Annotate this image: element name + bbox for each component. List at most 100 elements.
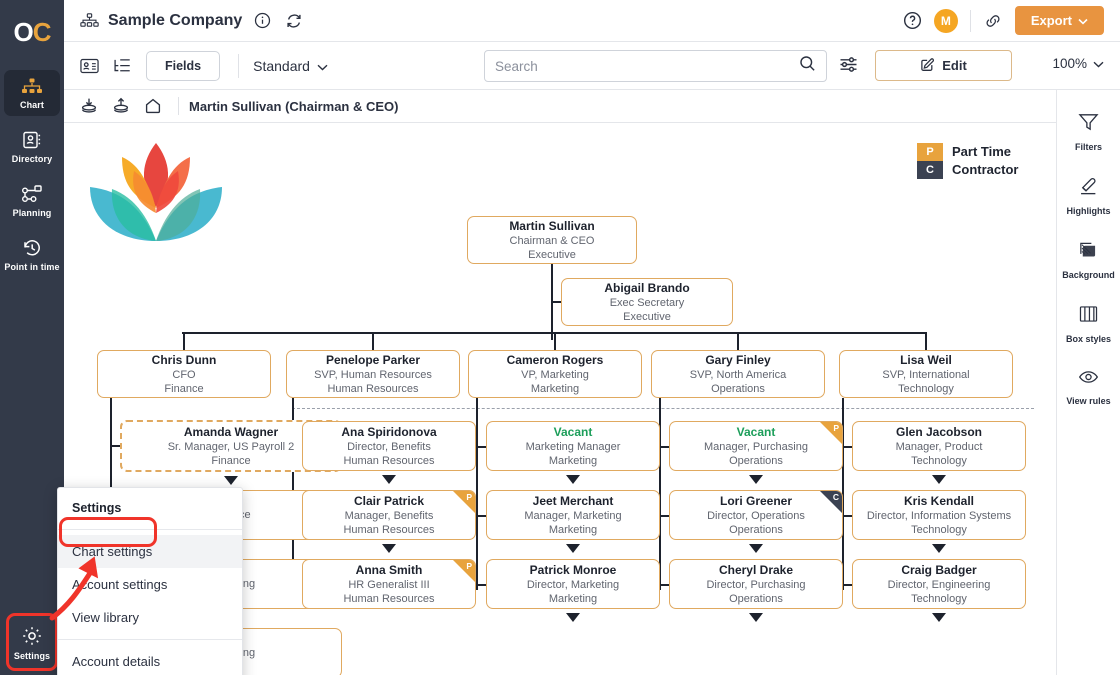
breadcrumb-text: Martin Sullivan (Chairman & CEO): [189, 98, 399, 114]
chart-toolbar: Fields Standard: [64, 42, 1120, 90]
right-rail-item-label: View rules: [1066, 396, 1111, 406]
menu-item-chart-settings[interactable]: Chart settings: [58, 535, 242, 568]
refresh-icon[interactable]: [285, 12, 303, 30]
info-circle-icon[interactable]: [254, 12, 271, 29]
expand-caret-icon[interactable]: [749, 613, 763, 622]
page-title: Sample Company: [108, 11, 243, 29]
org-node-department: Technology: [911, 523, 967, 536]
tree-list-icon[interactable]: [113, 58, 132, 74]
org-node-title: SVP, North America: [689, 368, 787, 381]
sidebar-item-chart[interactable]: Chart: [4, 70, 60, 116]
sidebar-item-point-in-time[interactable]: Point in time: [4, 230, 60, 278]
menu-item-account-settings[interactable]: Account settings: [72, 577, 168, 592]
org-node-department: Human Resources: [343, 523, 435, 536]
search-icon[interactable]: [799, 55, 816, 77]
org-node-title: Manager, Benefits: [344, 509, 434, 522]
expand-caret-icon[interactable]: [382, 475, 396, 484]
chevron-down-icon: [1078, 13, 1088, 28]
settings-menu[interactable]: Settings Chart settings Account settings…: [57, 487, 243, 675]
expand-caret-icon[interactable]: [932, 475, 946, 484]
expand-caret-icon[interactable]: [566, 544, 580, 553]
edit-button[interactable]: Edit: [875, 50, 1012, 81]
connector-line: [842, 446, 854, 448]
org-node-name: Chris Dunn: [151, 352, 217, 367]
sidebar-item-directory[interactable]: Directory: [4, 122, 60, 170]
org-node-department: Technology: [898, 382, 954, 395]
sliders-icon[interactable]: [839, 56, 858, 78]
right-rail-item-filters[interactable]: Filters: [1057, 112, 1120, 152]
expand-all-icon[interactable]: [112, 97, 130, 115]
divider: [58, 529, 242, 530]
right-rail-item-highlights[interactable]: Highlights: [1057, 176, 1120, 216]
expand-caret-icon[interactable]: [566, 475, 580, 484]
expand-caret-icon[interactable]: [382, 544, 396, 553]
expand-caret-icon[interactable]: [566, 613, 580, 622]
fields-button[interactable]: Fields: [146, 50, 221, 81]
org-node-title: VP, Marketing: [521, 368, 589, 381]
org-node-name: Patrick Monroe: [529, 562, 617, 577]
org-node-name: Cheryl Drake: [718, 562, 794, 577]
right-rail-item-box-styles[interactable]: Box styles: [1057, 304, 1120, 344]
expand-caret-icon[interactable]: [932, 613, 946, 622]
expand-caret-icon[interactable]: [224, 476, 238, 485]
collapse-all-icon[interactable]: [80, 97, 98, 115]
expand-caret-icon[interactable]: [749, 475, 763, 484]
zoom-select[interactable]: 100%: [1052, 56, 1104, 71]
history-clock-icon: [22, 238, 42, 258]
sidebar-item-settings[interactable]: Settings: [4, 617, 60, 667]
link-icon[interactable]: [983, 12, 1003, 30]
sidebar-item-label: Settings: [13, 651, 51, 661]
help-circle-icon[interactable]: [903, 11, 922, 30]
home-icon[interactable]: [144, 97, 162, 115]
right-rail-item-view-rules[interactable]: View rules: [1057, 368, 1120, 406]
zoom-select-value: 100%: [1052, 56, 1087, 71]
search-box[interactable]: [484, 50, 827, 82]
layout-select[interactable]: Standard: [253, 58, 328, 74]
export-button[interactable]: Export: [1014, 6, 1104, 35]
divider: [178, 97, 179, 115]
expand-caret-icon[interactable]: [932, 544, 946, 553]
background-icon: [1078, 240, 1099, 265]
id-card-icon[interactable]: [80, 58, 99, 74]
right-rail-item-background[interactable]: Background: [1057, 240, 1120, 280]
org-node-department: Human Resources: [327, 382, 419, 395]
org-node-department: Executive: [528, 248, 576, 261]
avatar[interactable]: M: [933, 8, 958, 33]
planning-icon: [21, 184, 43, 204]
org-node-name: Cameron Rogers: [506, 352, 604, 367]
org-node-department: Human Resources: [343, 454, 435, 467]
org-node-department: Operations: [729, 454, 783, 467]
search-input[interactable]: [495, 58, 799, 74]
menu-item-view-library[interactable]: View library: [72, 610, 139, 625]
menu-item-account-details[interactable]: Account details: [72, 654, 161, 669]
divider: [969, 9, 971, 32]
connector-line: [842, 398, 844, 590]
sidebar-settings-wrap: Settings: [4, 611, 60, 667]
gear-icon: [21, 625, 43, 647]
sidebar-item-planning[interactable]: Planning: [4, 176, 60, 224]
sidebar-item-label: Point in time: [4, 262, 60, 272]
badge-label: P: [466, 561, 472, 571]
org-node-title: Manager, Marketing: [524, 509, 622, 522]
expand-caret-icon[interactable]: [749, 544, 763, 553]
